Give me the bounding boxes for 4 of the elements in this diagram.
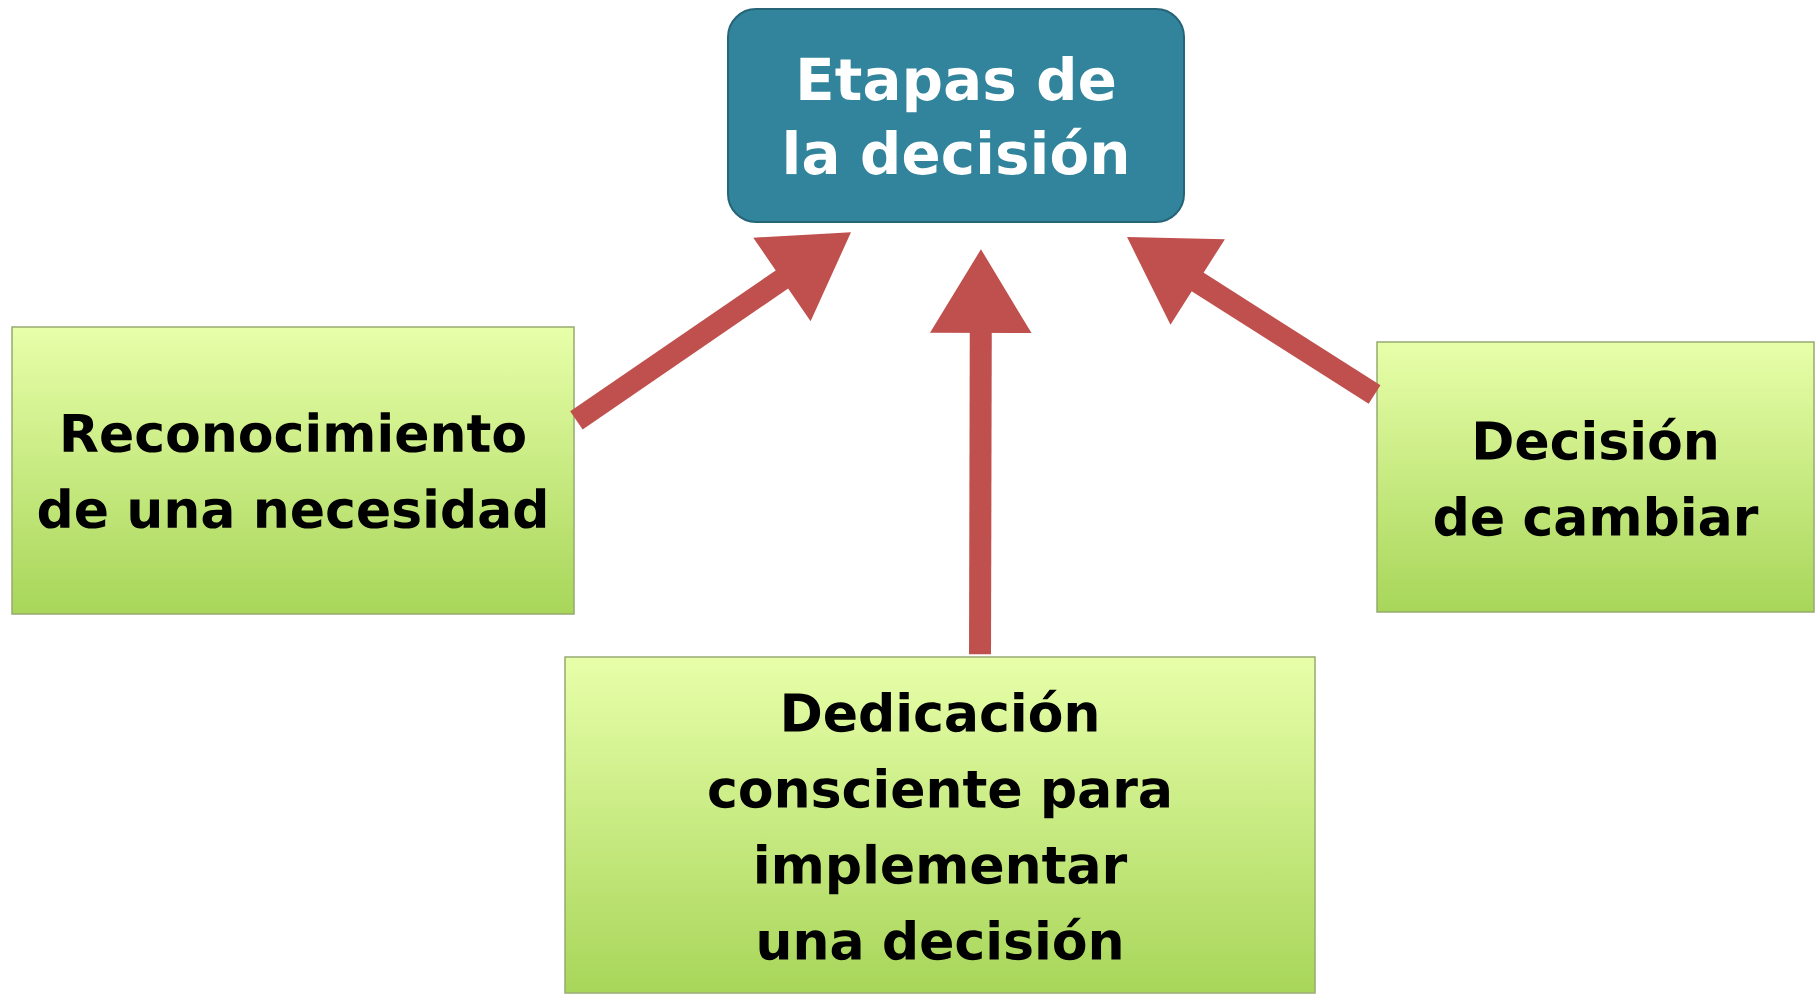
stage-box: Dedicación consciente para implementar una decisión [564,656,1316,994]
stage-box: Reconocimiento de una necesidad [11,326,575,615]
title-box: Etapas de la decisión [727,8,1185,223]
stage-box: Decisión de cambiar [1376,341,1815,613]
